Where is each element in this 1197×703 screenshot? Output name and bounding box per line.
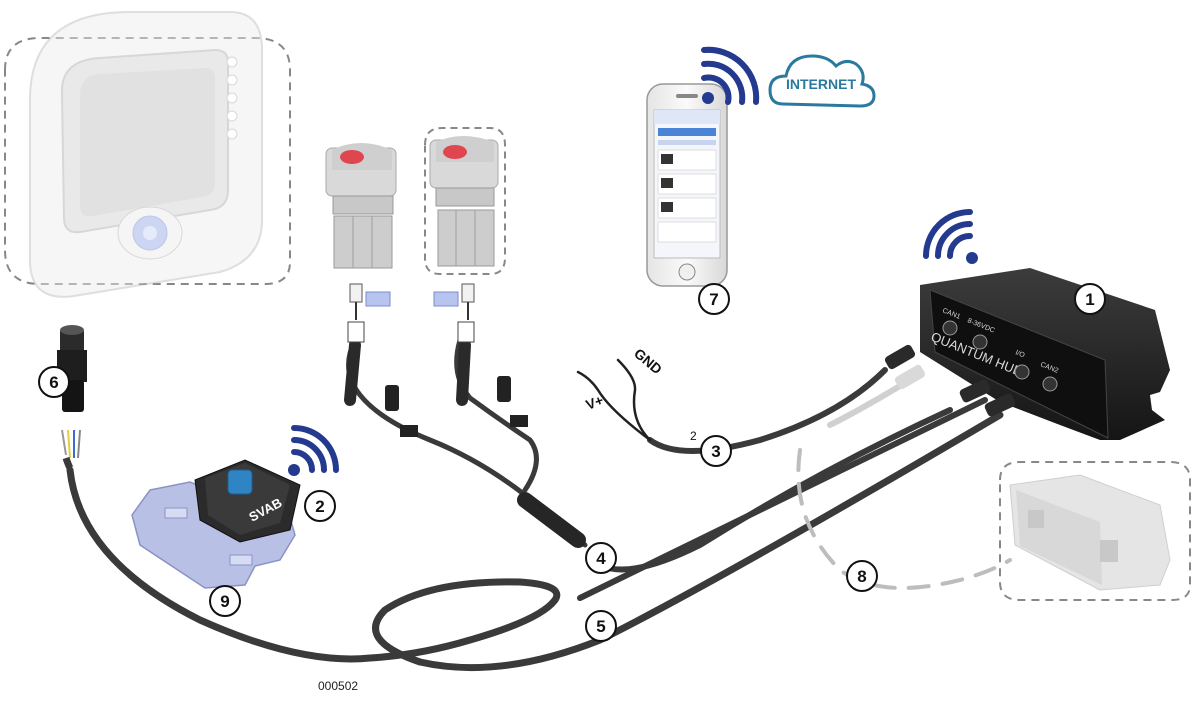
wifi-icon-remote xyxy=(288,425,339,476)
wifi-icon-hub xyxy=(923,209,978,264)
terminals-right xyxy=(433,283,475,343)
callout-6-text: 6 xyxy=(49,373,58,392)
hub-plugs xyxy=(884,344,1016,417)
connector-6 xyxy=(57,325,87,412)
callout-7: 7 xyxy=(698,283,730,315)
display-dashed-outline xyxy=(4,37,291,285)
callout-9: 9 xyxy=(209,585,241,617)
rocker-switch-1 xyxy=(325,143,397,269)
display-panel-group xyxy=(4,11,291,298)
label-gnd: GND xyxy=(631,345,665,377)
harness-right xyxy=(454,337,539,493)
connector-icon xyxy=(942,320,958,336)
callout-9-text: 9 xyxy=(220,592,229,611)
cable-3 xyxy=(647,367,888,454)
callout-4-text: 4 xyxy=(596,549,606,568)
harness-coil-left xyxy=(344,339,361,406)
knob-icon xyxy=(132,215,168,251)
hub-port-io: I/O xyxy=(1014,349,1026,359)
callout-1-text: 1 xyxy=(1085,290,1094,309)
rocker-switch-2 xyxy=(429,136,499,267)
harness-sleeve xyxy=(517,492,586,548)
cloud-icon: INTERNET xyxy=(768,54,876,108)
ghost-hub-dashed-outline xyxy=(999,461,1191,601)
callout-5: 5 xyxy=(585,610,617,642)
terminals-left xyxy=(347,283,391,343)
callout-7-text: 7 xyxy=(709,290,718,309)
cable-4 xyxy=(597,407,953,573)
power-wire-vplus xyxy=(576,370,652,442)
label-wire-num: 2 xyxy=(690,429,697,443)
power-wire-gnd xyxy=(616,358,652,442)
callout-2: 2 xyxy=(304,490,336,522)
ghost-hub xyxy=(1009,474,1171,591)
fuse-holders xyxy=(385,376,528,437)
callout-6: 6 xyxy=(38,366,70,398)
rocker-switch-icon xyxy=(340,150,364,164)
display-panel-icon xyxy=(29,11,263,298)
remote-device: SVAB xyxy=(194,459,301,543)
callout-3-text: 3 xyxy=(711,442,720,461)
callout-8-text: 8 xyxy=(857,567,866,586)
label-vplus: V+ xyxy=(584,392,606,413)
callout-2-text: 2 xyxy=(315,497,324,516)
connector-6-wires xyxy=(61,429,81,474)
harness-coil-right xyxy=(456,339,471,406)
callout-1: 1 xyxy=(1074,283,1106,315)
callout-3: 3 xyxy=(700,435,732,467)
internet-label: INTERNET xyxy=(786,76,856,92)
callout-8: 8 xyxy=(846,560,878,592)
wifi-icon-phone xyxy=(701,46,760,105)
reference-number: 000502 xyxy=(318,679,358,693)
callout-4: 4 xyxy=(585,542,617,574)
phone-icon xyxy=(646,83,728,287)
callout-5-text: 5 xyxy=(596,617,605,636)
cable-8-dashed xyxy=(796,448,1012,590)
quantum-hub: QUANTUM HUB CAN1 8-36VDC I/O CAN2 xyxy=(920,268,1170,440)
